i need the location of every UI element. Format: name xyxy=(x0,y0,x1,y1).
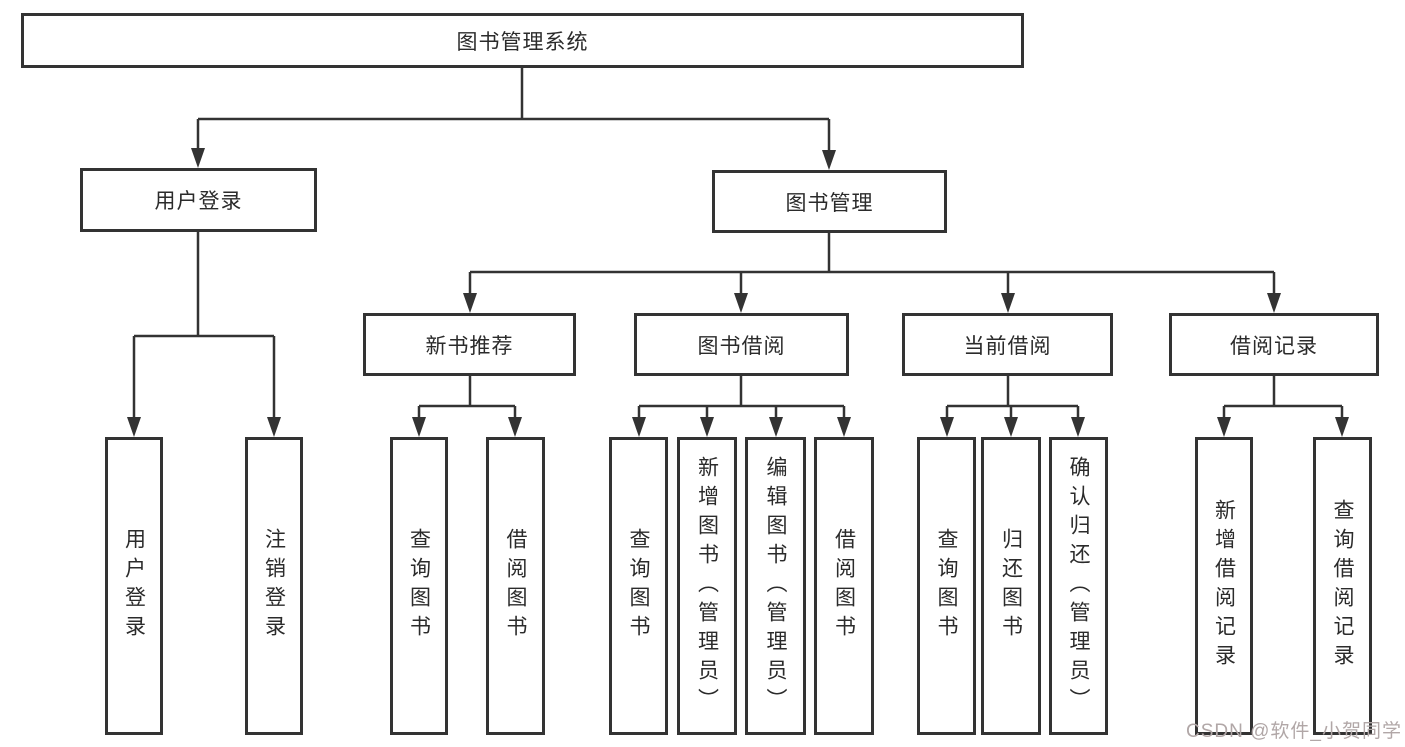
leaf-add-books-admin-label: 新增图书（管理员） xyxy=(695,455,719,717)
leaf-return-books-label: 归还图书 xyxy=(999,528,1023,644)
node-book-management: 图书管理 xyxy=(712,170,947,233)
leaf-borrow-query-books-label: 查询图书 xyxy=(627,528,650,644)
leaf-borrow-query-books: 查询图书 xyxy=(609,437,668,735)
leaf-return-books: 归还图书 xyxy=(981,437,1041,735)
leaf-borrow-books-label: 借阅图书 xyxy=(832,528,856,644)
node-new-book-recommend: 新书推荐 xyxy=(363,313,576,376)
node-user-login: 用户登录 xyxy=(80,168,317,232)
leaf-user-login-label: 用户登录 xyxy=(122,528,146,644)
leaf-add-borrow-record-label: 新增借阅记录 xyxy=(1212,499,1236,673)
leaf-confirm-return-admin-label: 确认归还（管理员） xyxy=(1067,455,1090,717)
node-current-borrow: 当前借阅 xyxy=(902,313,1113,376)
leaf-borrow-books: 借阅图书 xyxy=(814,437,874,735)
leaf-recommend-query-books-label: 查询图书 xyxy=(407,528,431,644)
leaf-add-books-admin: 新增图书（管理员） xyxy=(677,437,737,735)
node-book-borrow: 图书借阅 xyxy=(634,313,849,376)
node-root: 图书管理系统 xyxy=(21,13,1024,68)
leaf-recommend-borrow-books: 借阅图书 xyxy=(486,437,545,735)
leaf-query-borrow-record: 查询借阅记录 xyxy=(1313,437,1372,735)
leaf-confirm-return-admin: 确认归还（管理员） xyxy=(1049,437,1108,735)
leaf-recommend-query-books: 查询图书 xyxy=(390,437,448,735)
leaf-logout-label: 注销登录 xyxy=(262,528,286,644)
leaf-recommend-borrow-books-label: 借阅图书 xyxy=(504,528,527,644)
leaf-query-borrow-record-label: 查询借阅记录 xyxy=(1331,499,1354,673)
leaf-edit-books-admin-label: 编辑图书（管理员） xyxy=(764,455,787,717)
node-borrow-records: 借阅记录 xyxy=(1169,313,1379,376)
leaf-edit-books-admin: 编辑图书（管理员） xyxy=(745,437,806,735)
leaf-current-query-books: 查询图书 xyxy=(917,437,976,735)
arrowheads xyxy=(127,148,1349,437)
leaf-logout: 注销登录 xyxy=(245,437,303,735)
leaf-current-query-books-label: 查询图书 xyxy=(935,528,958,644)
leaf-user-login: 用户登录 xyxy=(105,437,163,735)
leaf-add-borrow-record: 新增借阅记录 xyxy=(1195,437,1253,735)
watermark: CSDN @软件_小贺同学 xyxy=(1186,721,1402,742)
